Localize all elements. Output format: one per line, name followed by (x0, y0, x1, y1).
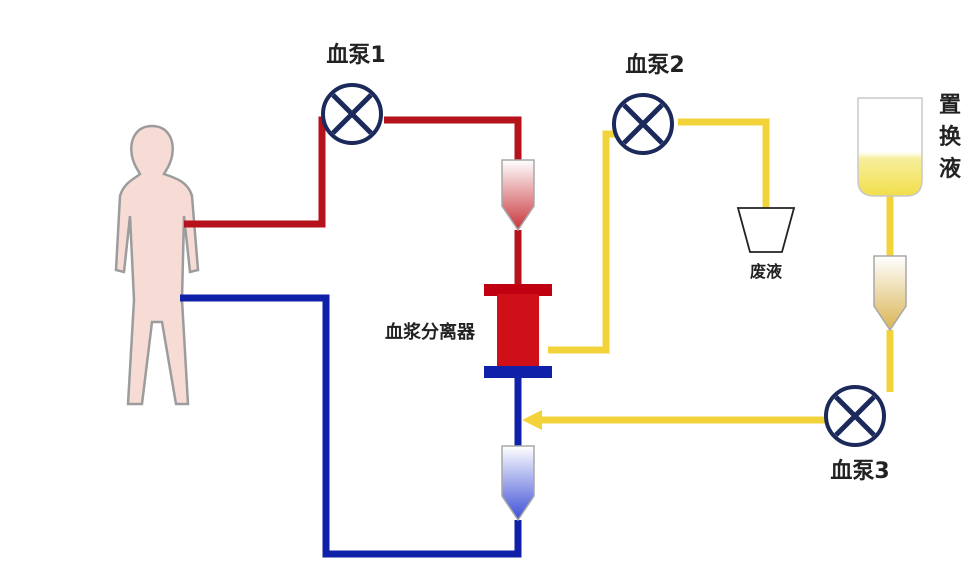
separator-base (484, 366, 552, 378)
waste-container-icon (736, 207, 796, 253)
plasma-line (548, 130, 618, 354)
roller-pump-icon (321, 83, 383, 145)
replacement-chamber (873, 255, 907, 332)
venous-line-2 (180, 294, 522, 558)
plasma-separator: 血浆分离器 (385, 284, 552, 378)
roller-pump-icon (824, 385, 886, 447)
venous-chamber (501, 445, 535, 522)
pump-3: 血泵3 (824, 385, 890, 484)
replacement-label-char-3: 液 (939, 156, 961, 182)
pump-2: 血泵2 (612, 52, 685, 155)
drip-chamber-icon (873, 255, 907, 332)
pump-3-label: 血泵3 (830, 458, 889, 484)
pump-2-label: 血泵2 (625, 52, 684, 78)
plasma-line-2 (678, 118, 770, 208)
waste-container: 废液 (736, 207, 796, 281)
fluid-bag-icon (857, 97, 923, 197)
replacement-fluid-bag: 置 换 液 (857, 93, 962, 197)
drip-chamber-icon (501, 445, 535, 522)
separator-body (497, 294, 539, 366)
flow-arrow-icon (522, 410, 542, 430)
replacement-label-char-2: 换 (939, 124, 962, 150)
separator-label: 血浆分离器 (385, 321, 476, 343)
arterial-line-2 (384, 116, 522, 160)
replacement-label-char-1: 置 (939, 93, 961, 118)
human-body-icon (114, 124, 200, 406)
pump-1: 血泵1 (321, 42, 386, 145)
drip-chamber-icon (501, 159, 535, 232)
pump-1-label: 血泵1 (326, 42, 385, 68)
roller-pump-icon (612, 93, 674, 155)
arterial-line (184, 116, 352, 228)
arterial-chamber (501, 159, 535, 232)
separator-cap (484, 284, 552, 296)
patient-silhouette (114, 124, 200, 406)
waste-label: 废液 (750, 262, 783, 281)
